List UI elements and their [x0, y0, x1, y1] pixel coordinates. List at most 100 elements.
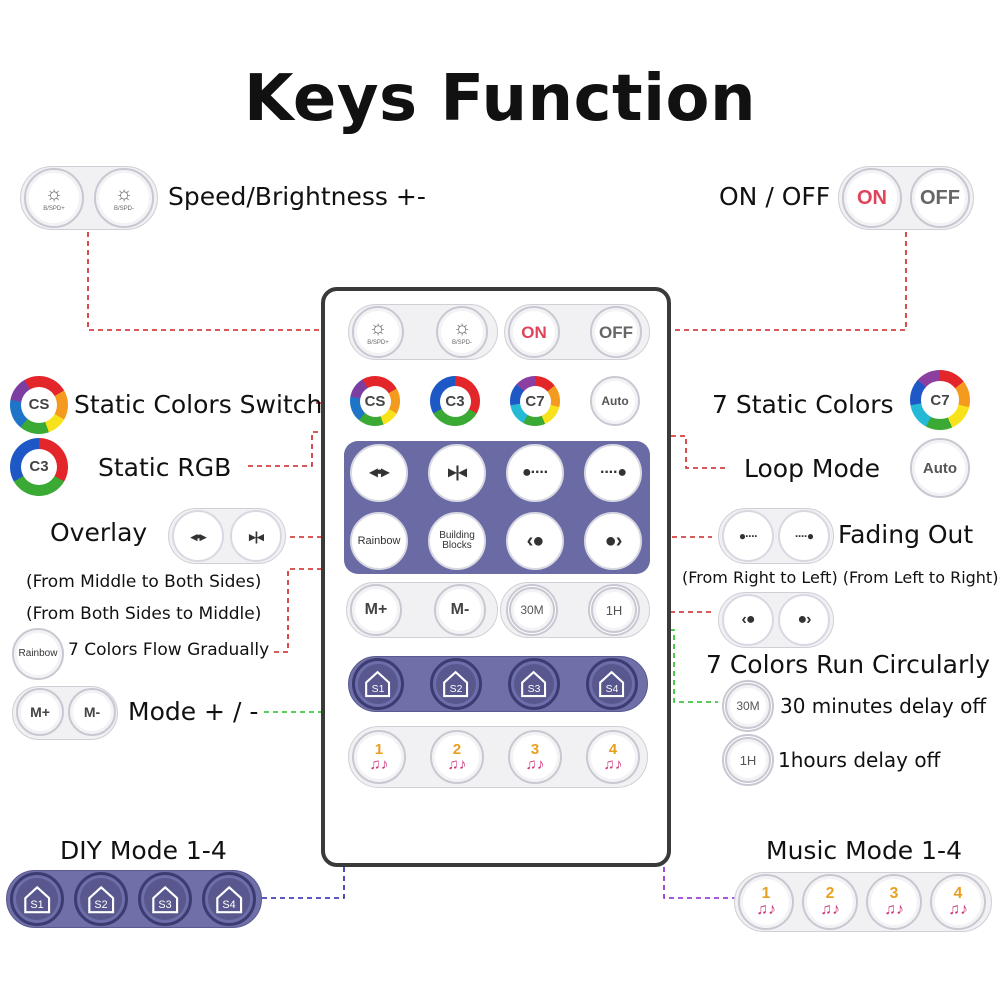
legend-run-right: ●› — [778, 594, 830, 646]
label-run-circularly: 7 Colors Run Circularly — [706, 650, 990, 679]
legend-brightness-down: ☼B/SPD- — [94, 168, 154, 228]
sun-minus-icon: ☼ — [452, 317, 472, 339]
label-overlay: Overlay — [50, 518, 148, 547]
legend-c7-icon: C7 — [910, 370, 970, 430]
diy-label: S3 — [527, 684, 541, 696]
label-overlay-desc-1: (From Middle to Both Sides) — [26, 572, 262, 592]
legend-brightness-up: ☼B/SPD+ — [24, 168, 84, 228]
label-music-mode: Music Mode 1-4 — [766, 836, 962, 865]
diy-mode-button-s3[interactable]: S3 — [508, 658, 560, 710]
legend-fade-left: ●···· — [722, 510, 774, 562]
music-note-icon: ♫♪ — [369, 756, 389, 773]
legend-off: OFF — [910, 168, 970, 228]
timer-30m-button[interactable]: 30M — [506, 584, 558, 636]
label-flow-gradually: 7 Colors Flow Gradually — [68, 640, 270, 660]
cs-button[interactable]: CS — [350, 376, 400, 426]
chevron-right-icon: ●› — [604, 530, 623, 552]
music-mode-button-3[interactable]: 3♫♪ — [508, 730, 562, 784]
legend-diy-s2: S2 — [74, 872, 128, 926]
legend-overlay-in: ▸|◂ — [230, 510, 282, 562]
legend-music-4: 4♫♪ — [930, 874, 986, 930]
off-button[interactable]: OFF — [590, 306, 642, 358]
legend-mode-minus: M- — [68, 688, 116, 736]
arrows-in-icon: ▸|◂ — [448, 464, 467, 481]
label-delay-30: 30 minutes delay off — [780, 694, 987, 718]
label-loop-mode: Loop Mode — [744, 454, 881, 483]
legend-fade-right: ····● — [778, 510, 830, 562]
music-number: 4 — [953, 885, 963, 903]
building-blocks-button[interactable]: Building Blocks — [428, 512, 486, 570]
wire-speed — [87, 232, 346, 331]
dots-right-icon: ····● — [600, 464, 627, 481]
music-number: 1 — [761, 885, 771, 903]
diy-label: S4 — [222, 899, 236, 912]
overlay-in-button[interactable]: ▸|◂ — [428, 444, 486, 502]
music-note-icon: ♫♪ — [525, 756, 545, 773]
wire-onoff — [650, 232, 907, 331]
music-mode-button-2[interactable]: 2♫♪ — [430, 730, 484, 784]
wire-rainbow — [274, 568, 350, 653]
diy-mode-button-s4[interactable]: S4 — [586, 658, 638, 710]
music-mode-button-1[interactable]: 1♫♪ — [352, 730, 406, 784]
mode-minus-button[interactable]: M- — [434, 584, 486, 636]
sun-plus-icon: ☼ — [368, 317, 388, 339]
label-on-off: ON / OFF — [719, 182, 831, 211]
overlay-out-button[interactable]: ◂•▸ — [350, 444, 408, 502]
music-note-icon: ♫♪ — [447, 756, 467, 773]
dots-left-icon: ●···· — [522, 464, 549, 481]
mode-plus-button[interactable]: M+ — [350, 584, 402, 636]
label-overlay-desc-2: (From Both Sides to Middle) — [26, 604, 262, 624]
on-button[interactable]: ON — [508, 306, 560, 358]
diy-label: S1 — [371, 684, 385, 696]
run-left-button[interactable]: ‹● — [506, 512, 564, 570]
label-delay-1h: 1hours delay off — [778, 748, 941, 772]
legend-run-left: ‹● — [722, 594, 774, 646]
rainbow-button[interactable]: Rainbow — [350, 512, 408, 570]
c3-button[interactable]: C3 — [430, 376, 480, 426]
music-number: 2 — [452, 740, 462, 758]
legend-on: ON — [842, 168, 902, 228]
label-fading-desc: (From Right to Left) (From Left to Right… — [682, 568, 1000, 587]
legend-mode-plus: M+ — [16, 688, 64, 736]
music-note-icon: ♫♪ — [756, 901, 776, 918]
diy-mode-button-s1[interactable]: S1 — [352, 658, 404, 710]
page-title: Keys Function — [243, 62, 757, 136]
diy-mode-button-s2[interactable]: S2 — [430, 658, 482, 710]
label-diy-mode: DIY Mode 1-4 — [60, 836, 227, 865]
label-static-colors-switch: Static Colors Switch — [74, 390, 323, 419]
legend-music-3: 3♫♪ — [866, 874, 922, 930]
music-number: 3 — [530, 740, 540, 758]
auto-button[interactable]: Auto — [590, 376, 640, 426]
music-number: 3 — [889, 885, 899, 903]
legend-diy-s1: S1 — [10, 872, 64, 926]
c7-button[interactable]: C7 — [510, 376, 560, 426]
diy-label: S1 — [30, 899, 44, 912]
timer-1h-button[interactable]: 1H — [588, 584, 640, 636]
legend-timer-1h: 1H — [722, 734, 774, 786]
legend-music-1: 1♫♪ — [738, 874, 794, 930]
diy-label: S2 — [449, 684, 463, 696]
brightness-up-button[interactable]: ☼B/SPD+ — [352, 306, 404, 358]
legend-timer-30m: 30M — [722, 680, 774, 732]
label-fading-out: Fading Out — [838, 520, 974, 549]
arrows-out-icon: ◂•▸ — [369, 464, 390, 481]
music-number: 1 — [374, 740, 384, 758]
legend-music-2: 2♫♪ — [802, 874, 858, 930]
fade-right-button[interactable]: ····● — [584, 444, 642, 502]
run-right-button[interactable]: ●› — [584, 512, 642, 570]
label-static-rgb: Static RGB — [98, 453, 232, 482]
label-speed-brightness: Speed/Brightness +- — [168, 182, 426, 211]
music-mode-button-4[interactable]: 4♫♪ — [586, 730, 640, 784]
music-note-icon: ♫♪ — [884, 901, 904, 918]
legend-c3-icon: C3 — [10, 438, 68, 496]
chevron-left-icon: ‹● — [526, 530, 545, 552]
fade-left-button[interactable]: ●···· — [506, 444, 564, 502]
label-mode-plus-minus: Mode + / - — [128, 697, 259, 726]
brightness-down-button[interactable]: ☼B/SPD- — [436, 306, 488, 358]
label-seven-static-colors: 7 Static Colors — [712, 390, 894, 419]
music-number: 4 — [608, 740, 618, 758]
legend-overlay-out: ◂•▸ — [172, 510, 224, 562]
legend-diy-s4: S4 — [202, 872, 256, 926]
music-number: 2 — [825, 885, 835, 903]
legend-cs-icon: CS — [10, 376, 68, 434]
